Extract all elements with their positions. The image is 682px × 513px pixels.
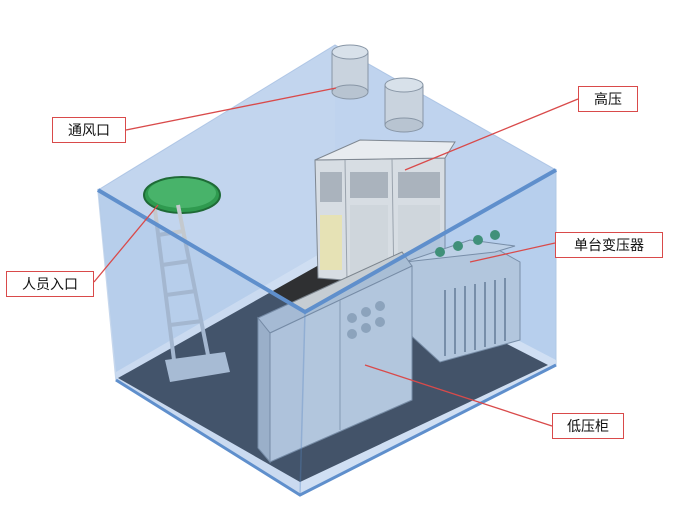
label-personnel-entrance: 人员入口 bbox=[6, 271, 94, 297]
callout-leaders bbox=[93, 87, 579, 427]
roof-rim bbox=[96, 168, 557, 315]
label-ventilation: 通风口 bbox=[52, 117, 126, 143]
ventilation-vents bbox=[331, 44, 424, 133]
base-rim bbox=[115, 363, 557, 497]
single-transformer bbox=[404, 230, 521, 363]
label-low-voltage-cabinet: 低压柜 bbox=[552, 413, 624, 439]
label-high-voltage: 高压 bbox=[578, 86, 638, 112]
personnel-entrance bbox=[143, 176, 230, 382]
label-single-transformer: 单台变压器 bbox=[555, 232, 663, 258]
high-voltage-switchgear bbox=[314, 139, 456, 289]
